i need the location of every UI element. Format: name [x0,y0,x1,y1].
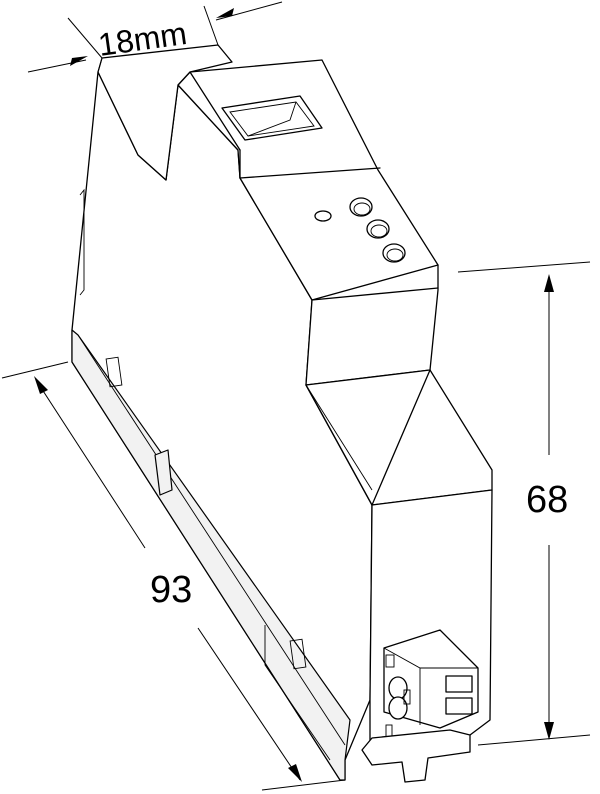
side-slot-lower [289,638,307,670]
width-arrow-left [70,56,88,66]
button-group [314,197,406,263]
width-arrow-right [216,8,234,18]
rail-clip [154,449,173,496]
height-dimension [457,261,591,746]
terminal-block [383,629,479,740]
button-2 [366,219,390,239]
button-1 [349,197,373,217]
width-dimension [27,1,283,73]
height-arrow-bottom [544,722,554,740]
device-body [71,44,493,781]
indicator-led [314,210,332,222]
depth-dimension [1,361,346,791]
depth-label: 93 [150,569,192,611]
base-section [71,329,351,781]
step-face [305,369,493,506]
depth-arrow-bottom [288,764,302,782]
din-clip-foot [361,729,471,783]
height-label: 68 [526,479,568,521]
terminal-screw-1 [445,675,473,693]
terminal-screw-2 [445,697,473,715]
depth-arrow-top [34,376,48,394]
side-slot-upper [105,356,123,388]
display-window [221,95,323,141]
height-arrow-top [544,274,554,292]
button-3 [382,243,406,263]
